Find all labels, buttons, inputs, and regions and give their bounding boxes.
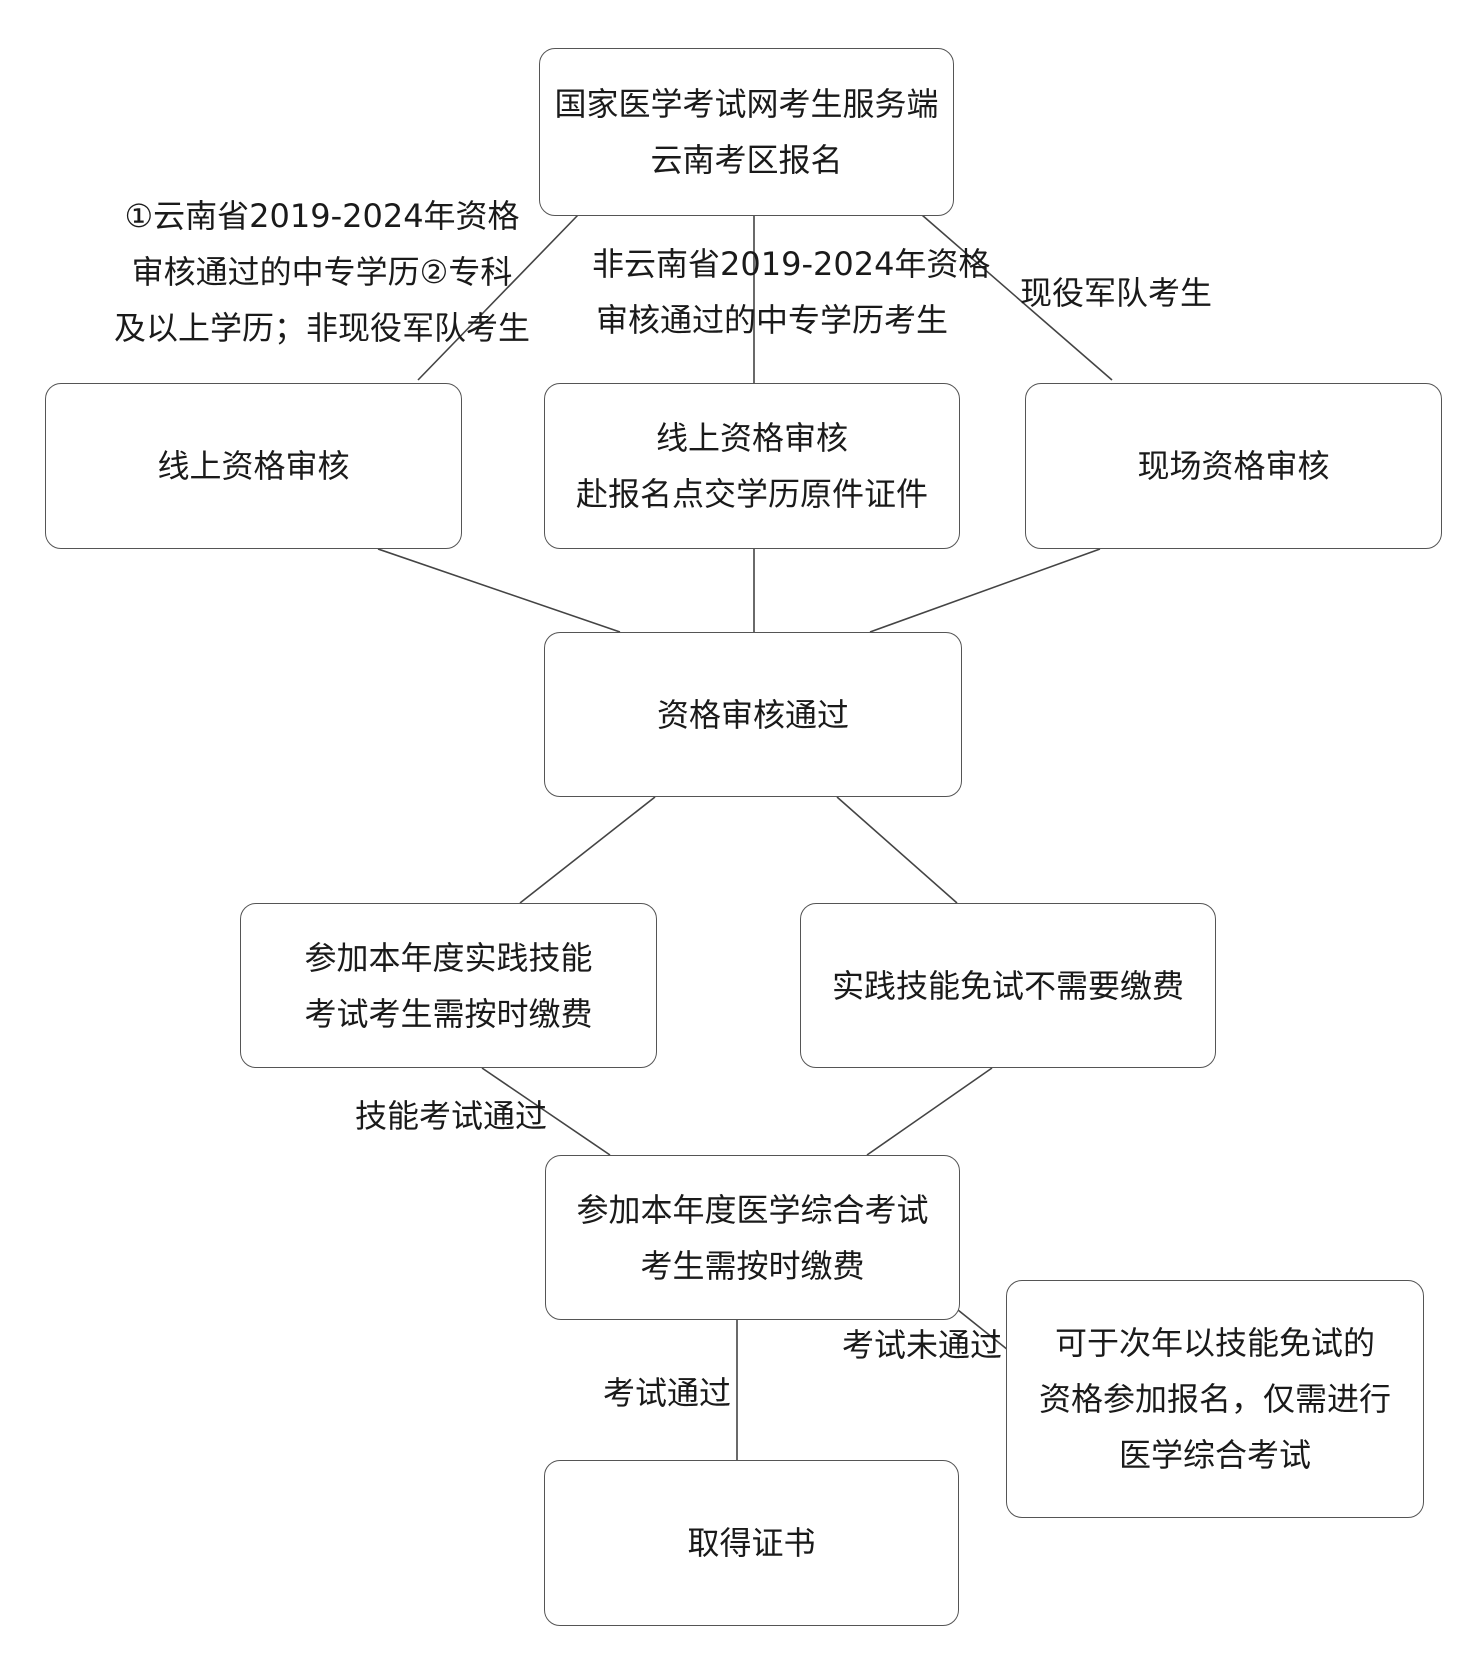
node-online-review-line1: 线上资格审核 [157, 447, 350, 485]
node-skills-exam-line1: 参加本年度实践技能 [304, 938, 593, 977]
node-next-year: 可于次年以技能免试的 资格参加报名，仅需进行 医学综合考试 [1006, 1280, 1424, 1518]
node-online-review-original-line2: 赴报名点交学历原件证件 [575, 475, 928, 513]
edge-label-exam-failed: 考试未通过 [842, 1326, 1003, 1364]
node-comprehensive-exam: 参加本年度医学综合考试 考生需按时缴费 [545, 1155, 960, 1320]
connector-onsite-review-to-passed [869, 548, 1101, 633]
edge-label-yunnan-qualified-line2: 审核通过的中专学历②专科 [131, 253, 513, 291]
connector-start-to-online-review [417, 214, 579, 381]
node-start: 国家医学考试网考生服务端 云南考区报名 [539, 48, 954, 216]
connector-passed-to-skills-exempt [836, 796, 958, 904]
node-skills-exempt: 实践技能免试不需要缴费 [800, 903, 1216, 1068]
node-certificate: 取得证书 [544, 1460, 959, 1626]
edge-label-skills-passed: 技能考试通过 [355, 1097, 548, 1135]
node-certificate-line1: 取得证书 [687, 1524, 816, 1562]
connector-passed-to-skills-exam [519, 796, 656, 904]
connector-skills-exempt-to-comprehensive [866, 1067, 993, 1156]
node-skills-exempt-line1: 实践技能免试不需要缴费 [831, 966, 1184, 1005]
edge-label-non-yunnan-line1: 非云南省2019-2024年资格 [592, 245, 991, 283]
connector-start-to-onsite-review [921, 214, 1113, 381]
node-review-passed-line1: 资格审核通过 [656, 695, 849, 734]
edge-label-exam-passed: 考试通过 [603, 1374, 732, 1412]
edge-label-military: 现役军队考生 [1020, 274, 1213, 312]
connector-comprehensive-to-next-year [957, 1309, 1009, 1351]
node-start-line1: 国家医学考试网考生服务端 [554, 85, 939, 123]
edge-label-yunnan-qualified-line3: 及以上学历；非现役军队考生 [113, 309, 530, 347]
node-start-line2: 云南考区报名 [650, 141, 843, 179]
node-next-year-line2: 资格参加报名，仅需进行 [1038, 1380, 1391, 1418]
edge-label-yunnan-qualified-line1: ①云南省2019-2024年资格 [124, 197, 520, 235]
node-next-year-line1: 可于次年以技能免试的 [1054, 1324, 1375, 1362]
edge-label-non-yunnan-line2: 审核通过的中专学历考生 [595, 301, 948, 339]
node-next-year-line3: 医学综合考试 [1118, 1436, 1311, 1474]
node-review-passed: 资格审核通过 [544, 632, 962, 797]
connector-online-review-to-passed [377, 548, 621, 633]
node-onsite-review-line1: 现场资格审核 [1137, 447, 1330, 485]
edge-label-yunnan-qualified: ①云南省2019-2024年资格 审核通过的中专学历②专科 及以上学历；非现役军… [112, 188, 532, 356]
connector-skills-exam-to-comprehensive [481, 1067, 611, 1156]
edge-label-non-yunnan: 非云南省2019-2024年资格 审核通过的中专学历考生 [592, 236, 991, 348]
node-skills-exam-line2: 考试考生需按时缴费 [304, 994, 593, 1033]
node-skills-exam: 参加本年度实践技能 考试考生需按时缴费 [240, 903, 657, 1068]
node-comprehensive-exam-line1: 参加本年度医学综合考试 [576, 1190, 929, 1229]
node-onsite-review: 现场资格审核 [1025, 383, 1442, 549]
node-online-review: 线上资格审核 [45, 383, 462, 549]
node-comprehensive-exam-line2: 考生需按时缴费 [640, 1246, 865, 1285]
node-online-review-original: 线上资格审核 赴报名点交学历原件证件 [544, 383, 960, 549]
node-online-review-original-line1: 线上资格审核 [655, 419, 848, 457]
